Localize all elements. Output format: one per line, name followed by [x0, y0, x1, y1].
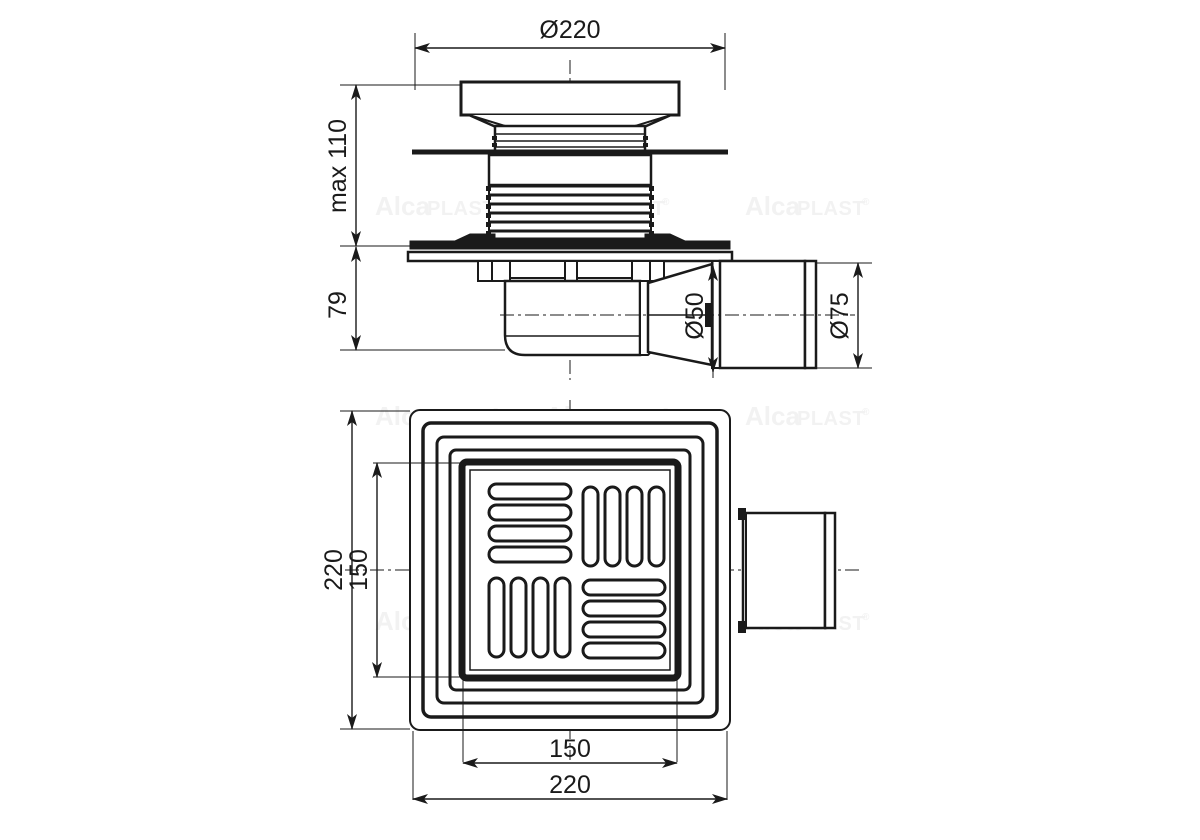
dimension-label-dia75: Ø75 [826, 292, 854, 339]
grate-quadrant-top-left [487, 482, 573, 564]
plan-frames [409, 409, 731, 731]
section-view: Ø220 max 110 79 Ø50 Ø75 [324, 16, 872, 380]
plan-view: 220 150 150 220 [320, 400, 860, 804]
flange-plate [406, 233, 734, 263]
dimension-label-plan-h220: 220 [549, 771, 591, 799]
watermark: Alca PLAST ® [745, 191, 870, 221]
grate-slot [487, 503, 573, 522]
grate-slot [553, 576, 572, 659]
grate-slot [603, 485, 622, 568]
watermark: Alca PLAST ® [745, 401, 870, 431]
grate-slot [581, 599, 667, 618]
watermark-reg: ® [862, 612, 870, 623]
dimension-plan-v220: 220 [320, 410, 410, 730]
dimension-plan-h150: 150 [462, 677, 678, 768]
telescopic-neck-upper [492, 124, 648, 153]
dimension-label-dia50: Ø50 [681, 292, 709, 339]
trap-body [503, 279, 656, 357]
grate-slot [647, 485, 666, 568]
dimension-label-plan-h150: 150 [549, 735, 591, 763]
dimension-label-max110: max 110 [324, 119, 352, 213]
grate-slot [581, 578, 667, 597]
grate-slot [487, 524, 573, 543]
watermark-reg: ® [662, 197, 670, 208]
watermark: Alca PLAST ® [375, 191, 500, 221]
watermark-alca: Alca [375, 191, 430, 221]
dimension-dia220: Ø220 [414, 16, 726, 90]
watermark-plast: PLAST [797, 408, 865, 430]
grate-slot [487, 482, 573, 501]
watermark-alca: Alca [745, 401, 800, 431]
dimension-label-79: 79 [324, 291, 352, 319]
watermark-reg: ® [862, 407, 870, 418]
grate-quadrant-bottom-left [487, 576, 572, 659]
watermark-alca: Alca [745, 191, 800, 221]
grate-slot [531, 576, 550, 659]
plan-outlet-spigot [738, 508, 837, 633]
grate-quadrant-top-right [581, 485, 666, 568]
dimension-label-plan-v220: 220 [320, 549, 348, 591]
dimension-label-plan-v150: 150 [345, 549, 373, 591]
grate-slot [581, 641, 667, 660]
watermark-plast: PLAST [427, 198, 495, 220]
dimension-plan-h220: 220 [412, 731, 728, 804]
grate-slot [581, 620, 667, 639]
grate-slot [487, 545, 573, 564]
grate-slot [581, 485, 600, 568]
grate-slot [625, 485, 644, 568]
dimension-plan-v150: 150 [345, 462, 495, 678]
mounting-lugs [477, 260, 665, 282]
watermark-plast: PLAST [797, 198, 865, 220]
dimension-dia50: Ø50 [681, 261, 718, 378]
grate-quadrant-bottom-right [581, 578, 667, 660]
dimension-79: 79 [324, 246, 505, 351]
dimension-dia75: Ø75 [816, 262, 872, 369]
watermark-reg: ® [862, 197, 870, 208]
drain-cap [459, 80, 681, 133]
dimension-label-dia220: Ø220 [539, 16, 600, 44]
grate-slot [487, 576, 506, 659]
grate-slot [509, 576, 528, 659]
telescopic-body-ribbed [486, 153, 654, 241]
